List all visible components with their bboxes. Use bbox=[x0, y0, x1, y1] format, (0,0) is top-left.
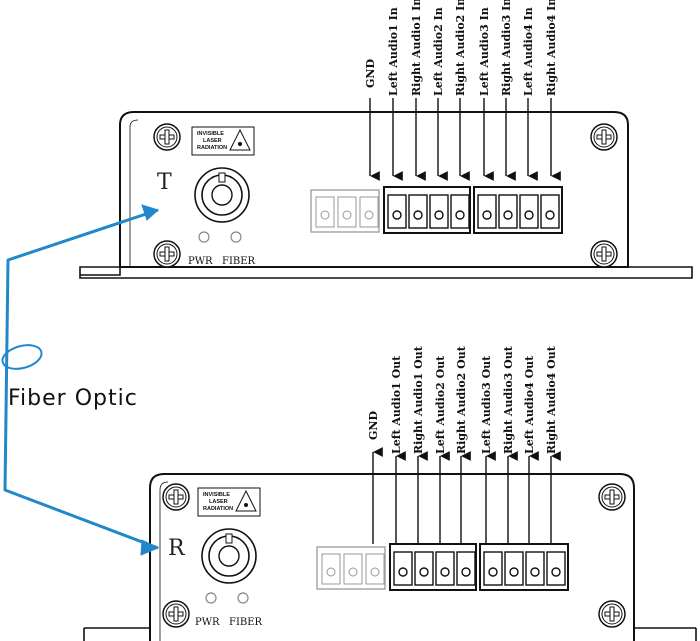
screw-icon bbox=[153, 123, 181, 151]
terminal-block-gray bbox=[316, 546, 386, 590]
pwr-led bbox=[205, 592, 217, 604]
terminal-block bbox=[383, 186, 471, 234]
fiber-led-label: FIBER bbox=[229, 617, 263, 628]
laser-warning-label: INVISIBLE LASER RADIATION bbox=[197, 487, 261, 517]
channel-label: Left Audio1 Out bbox=[390, 355, 403, 454]
terminal-block bbox=[473, 186, 563, 234]
channel-label: Left Audio2 Out bbox=[434, 355, 447, 454]
channel-label: Left Audio1 In bbox=[387, 7, 400, 96]
laser-warning-label: INVISIBLE LASER RADIATION bbox=[191, 126, 255, 156]
transmitter-flange bbox=[79, 266, 693, 279]
channel-label: Left Audio3 Out bbox=[480, 355, 493, 454]
fiber-led bbox=[237, 592, 249, 604]
screw-icon bbox=[590, 123, 618, 151]
screw-icon bbox=[598, 600, 626, 628]
unit-letter: T bbox=[157, 170, 172, 195]
screw-icon bbox=[590, 240, 618, 268]
receiver-flange bbox=[83, 627, 697, 641]
screw-icon bbox=[162, 483, 190, 511]
channel-label: Left Audio4 Out bbox=[523, 355, 536, 454]
gnd-label: GND bbox=[364, 59, 377, 88]
channel-label: Left Audio3 In bbox=[478, 7, 491, 96]
laser-warning-icon bbox=[235, 489, 257, 512]
fiber-cable-loop bbox=[1, 344, 43, 370]
screw-icon bbox=[162, 600, 190, 628]
warning-line: INVISIBLE bbox=[203, 492, 230, 498]
warning-line: LASER bbox=[209, 499, 228, 505]
fiber-arrow-icon bbox=[141, 204, 159, 221]
channel-label: Right Audio2 In bbox=[454, 0, 467, 96]
channel-label: Right Audio3 In bbox=[500, 0, 513, 96]
fiber-port bbox=[194, 167, 250, 223]
gnd-label: GND bbox=[367, 411, 380, 440]
fiber-optic-label: Fiber Optic bbox=[8, 386, 138, 411]
warning-line: RADIATION bbox=[197, 145, 227, 151]
channel-label: Left Audio4 In bbox=[522, 7, 535, 96]
fiber-optic-cable bbox=[1, 204, 160, 556]
channel-label: Right Audio1 In bbox=[410, 0, 423, 96]
fiber-cable-line bbox=[3, 208, 159, 550]
fiber-led bbox=[230, 231, 242, 243]
pwr-label: PWR bbox=[188, 256, 213, 267]
fiber-port bbox=[201, 528, 257, 584]
channel-label: Right Audio3 Out bbox=[502, 345, 515, 454]
transmitter-unit: INVISIBLE LASER RADIATION T PWR FIBER bbox=[79, 0, 693, 279]
pwr-led bbox=[198, 231, 210, 243]
laser-warning-icon bbox=[229, 128, 251, 151]
warning-line: INVISIBLE bbox=[197, 131, 224, 137]
channel-label: Right Audio2 Out bbox=[455, 345, 468, 454]
terminal-block bbox=[389, 543, 477, 591]
warning-line: RADIATION bbox=[203, 506, 233, 512]
screw-icon bbox=[598, 483, 626, 511]
fiber-led-label: FIBER bbox=[222, 256, 256, 267]
receiver-unit: INVISIBLE LASER RADIATION R PWR FIBER bbox=[83, 345, 697, 641]
pwr-label: PWR bbox=[195, 617, 220, 628]
terminal-block bbox=[479, 543, 569, 591]
warning-line: LASER bbox=[203, 138, 222, 144]
channel-label: Right Audio1 Out bbox=[412, 345, 425, 454]
unit-letter: R bbox=[168, 536, 186, 561]
screw-icon bbox=[153, 240, 181, 268]
channel-label: Left Audio2 In bbox=[432, 7, 445, 96]
channel-label: Right Audio4 In bbox=[545, 0, 558, 96]
fiber-arrow-icon bbox=[140, 539, 160, 556]
channel-label: Right Audio4 Out bbox=[545, 345, 558, 454]
terminal-block-gray bbox=[310, 189, 380, 233]
